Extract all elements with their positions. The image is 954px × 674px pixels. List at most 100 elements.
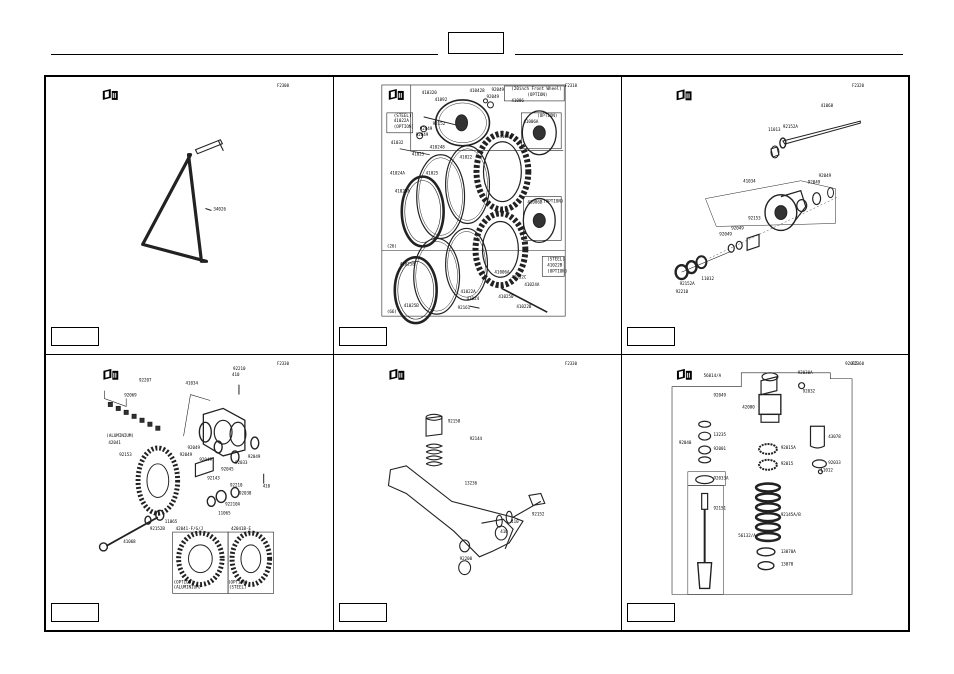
part-number-label: 41022B — [516, 304, 532, 309]
part-number-label: 41025 — [426, 171, 439, 176]
part-number-label: 11012 — [820, 468, 833, 473]
kawasaki-logo-icon — [676, 368, 692, 380]
panel-stand: 34026 F2300 — [46, 77, 334, 355]
reference-code: F2360 — [851, 361, 864, 366]
figure-label-box — [51, 327, 99, 346]
part-number-label: 41024 — [467, 296, 480, 301]
part-number-label: (STEEL) — [394, 113, 412, 118]
part-number-label: 92049 — [188, 445, 201, 450]
part-number-label: (OPTION) — [174, 580, 194, 585]
part-number-label: 42041-F/G/J — [176, 526, 203, 531]
part-number-label: 92049 — [248, 454, 261, 459]
part-number-label: 41025B — [404, 303, 420, 308]
part-number-label: 92049 — [199, 457, 212, 462]
part-number-label: 92015 — [845, 361, 858, 366]
part-number-label: 13235 — [714, 432, 727, 437]
part-number-label: 41068 — [123, 539, 136, 544]
part-number-label: 92033 — [828, 460, 841, 465]
part-number-label: 92210A — [225, 501, 240, 506]
part-number-label: 92151 — [714, 505, 727, 510]
kawasaki-logo-icon — [102, 88, 118, 100]
part-number-label: 92032 — [803, 389, 816, 394]
reference-code: F2330 — [276, 361, 289, 366]
reference-code: F2320 — [851, 83, 864, 88]
part-number-label: 410320 — [422, 90, 438, 95]
part-number-label: 41022 — [460, 155, 473, 160]
part-number-label: 92210 — [230, 483, 243, 488]
part-number-label: 92049 — [714, 393, 727, 398]
part-number-label: 92049 — [719, 231, 732, 236]
part-number-label: (66) — [387, 309, 397, 314]
part-number-label: 13070 — [781, 562, 794, 567]
part-number-label: 92144 — [470, 436, 483, 441]
part-number-label: 92015A — [781, 445, 796, 450]
figure-label-box — [339, 603, 387, 622]
part-number-label: (ALUMINIUM) — [174, 584, 201, 589]
part-number-label: 41025B — [400, 261, 416, 266]
part-number-label: 92049 — [486, 94, 499, 99]
part-number-label: 92001 — [714, 446, 727, 451]
part-number-label: 11012 — [701, 276, 714, 281]
part-number-label: 92161 — [458, 305, 471, 310]
part-number-label: 56014/A — [704, 373, 722, 378]
part-number-label: 41092 — [435, 97, 448, 102]
part-number-label: 56132/A — [738, 533, 756, 538]
kawasaki-logo-icon — [388, 88, 404, 100]
part-number-label: 410428 — [470, 88, 486, 93]
part-number-label: 92145A/B — [781, 512, 801, 517]
part-number-label: 410 — [263, 484, 271, 489]
part-number-label: 92200 — [460, 556, 473, 561]
part-number-label: 41086 — [499, 134, 512, 139]
part-number-label: (ALUMINIUM) — [106, 433, 133, 438]
part-number-label: 43078 — [828, 434, 841, 439]
part-number-label: 92030A — [798, 370, 813, 375]
part-number-label: 92015 — [781, 461, 794, 466]
rear-shock-absorber-diagram: 9201556014/A92030A9203292049420809204013… — [671, 361, 858, 595]
part-number-label: 92210 — [676, 289, 689, 294]
part-number-label: 41025 — [412, 152, 425, 157]
part-number-label: 92049 — [808, 180, 821, 185]
part-number-label: (STEEL) — [229, 584, 246, 589]
part-number-label: 92033 — [235, 460, 248, 465]
part-number-label: (26) — [387, 243, 397, 248]
part-number-label: 92049 — [180, 452, 193, 457]
page-number-box — [448, 32, 504, 54]
figure-label-box — [51, 603, 99, 622]
part-number-label: (OPTION) — [394, 124, 414, 129]
part-number-label: 92150 — [448, 418, 461, 423]
figure-label-box — [627, 327, 675, 346]
part-number-label: 41006A — [523, 119, 539, 124]
part-number-label: 41034 — [743, 179, 756, 184]
figure-label-box — [627, 603, 675, 622]
part-number-label: 410 — [511, 519, 519, 524]
part-number-label: 41068 — [821, 103, 834, 108]
part-number-label: 92143 — [207, 476, 220, 481]
part-number-label: 41022A — [461, 289, 477, 294]
part-number-label: 92153 — [119, 452, 132, 457]
part-number-label: 92038 — [239, 490, 252, 495]
part-number-label: (OPTION) — [527, 92, 547, 97]
part-number-label: 41024A — [390, 171, 406, 176]
part-number-label: 41006A — [494, 269, 510, 274]
kawasaki-logo-icon — [389, 368, 405, 380]
part-number-label: 92049 — [420, 126, 433, 131]
figure-label-box — [339, 327, 387, 346]
part-number-label: 34026 — [213, 207, 226, 212]
part-number-label: 42041B-E — [231, 526, 251, 531]
part-number-label: 92049 — [416, 132, 429, 137]
part-number-label: 41032 — [391, 140, 404, 145]
part-number-label: 41006B — [527, 200, 543, 205]
part-number-label: 42080 — [742, 404, 755, 409]
part-number-label: (OPTION) — [547, 268, 567, 273]
reference-code: F2310 — [564, 83, 577, 88]
part-number-label: 41032C — [511, 274, 527, 279]
part-number-label: 11065 — [165, 519, 178, 524]
part-number-label: 410250 — [498, 294, 514, 299]
part-number-label: 410 — [500, 529, 508, 534]
part-number-label: 13070A — [781, 549, 796, 554]
